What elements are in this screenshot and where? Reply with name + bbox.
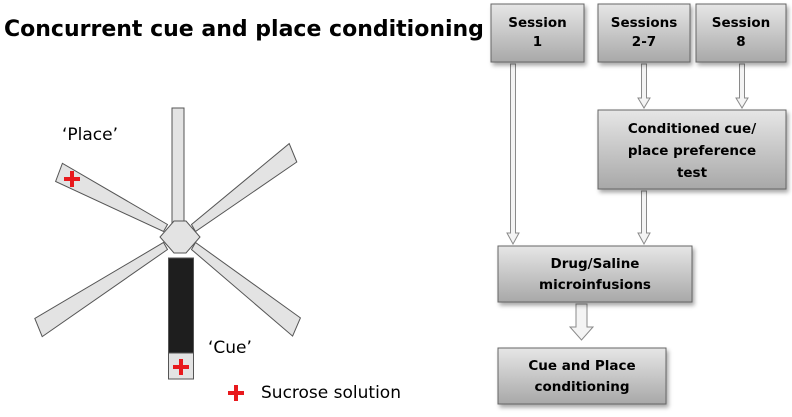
conditioning-line-1: Cue and Place [528,358,635,374]
box-session-8: Session 8 [695,3,787,63]
session-8-line-2: 8 [736,34,745,50]
maze-arm-upper-right [190,142,298,233]
cue-label: ‘Cue’ [208,338,252,358]
maze-arm-lower-left [34,241,169,338]
arrow-test-to-microinfusions [637,190,651,246]
diagram-title: Concurrent cue and place conditioning [4,17,484,42]
sessions-2-7-line-1: Sessions [611,15,678,31]
sucrose-legend-marker [228,385,244,401]
conditioning-line-2: conditioning [534,379,629,395]
arrow-sessions2-7-to-test [637,63,651,109]
sucrose-legend-label: Sucrose solution [261,383,401,403]
box-conditioning: Cue and Place conditioning [497,347,667,405]
maze-arm-place [54,162,169,233]
preference-test-line-3: test [677,165,708,181]
session-1-line-2: 1 [533,34,542,50]
session-1-line-1: Session [508,15,566,31]
box-microinfusions: Drug/Saline microinfusions [497,245,693,303]
place-label: ‘Place’ [62,125,118,145]
arrow-microinfusions-to-conditioning [568,303,595,341]
box-sessions-2-7: Sessions 2-7 [597,3,691,63]
preference-test-line-1: Conditioned cue/ [628,121,756,137]
maze-arm-cue [168,257,194,354]
legend: Sucrose solution [228,383,401,403]
arrow-session8-to-test [735,63,749,109]
microinfusions-line-2: microinfusions [539,277,651,293]
radial-arm-maze [34,107,302,380]
maze-arm-top [171,107,185,224]
session-8-line-1: Session [712,15,770,31]
maze-arm-lower-right [190,241,302,337]
flowchart: Session 1 Sessions 2-7 Session 8 Conditi… [490,3,787,405]
flow-arrows [506,63,749,341]
preference-test-line-2: place preference [628,143,756,159]
arrow-session1-to-microinfusions [506,63,520,246]
sessions-2-7-line-2: 2-7 [632,34,656,50]
maze-hub [159,220,201,254]
box-session-1: Session 1 [490,3,585,63]
box-preference-test: Conditioned cue/ place preference test [597,109,787,190]
microinfusions-line-1: Drug/Saline [551,256,640,272]
